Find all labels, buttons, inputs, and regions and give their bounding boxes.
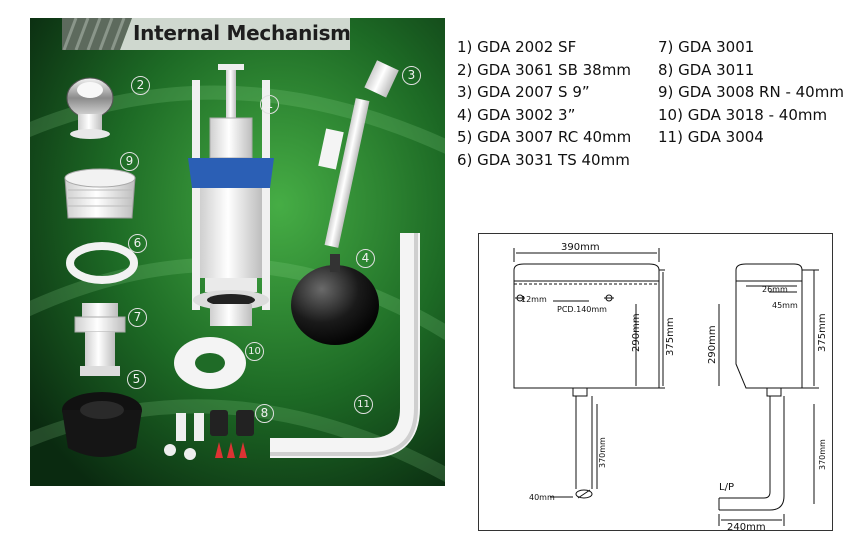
- page-title: Internal Mechanism: [133, 21, 351, 45]
- lp-label: L/P: [719, 482, 734, 493]
- callout-2: 2: [131, 76, 150, 95]
- side-tank-outline: [735, 263, 803, 389]
- front-tank-outline: [513, 263, 660, 389]
- flush-mechanism-part: [188, 64, 274, 326]
- side-offset-label: 240mm: [727, 522, 766, 532]
- part-item: 7) GDA 3001: [658, 38, 755, 56]
- dimension-drawing: 390mm 12mm PCD.140mm 290mm 375mm 370mm 4…: [478, 233, 833, 533]
- callout-5: 5: [127, 370, 146, 389]
- part-item: 6) GDA 3031 TS 40mm: [457, 150, 630, 169]
- side-outer-label: 45mm: [772, 301, 798, 310]
- connector-part: [74, 303, 126, 376]
- product-photo-svg: [30, 18, 445, 486]
- hole-size-label: 12mm: [521, 295, 547, 304]
- pcd-label: PCD.140mm: [557, 305, 607, 314]
- flush-pipe-part: [270, 233, 420, 458]
- part-item: 2) GDA 3061 SB 38mm: [457, 60, 631, 79]
- float-ball-part: [291, 254, 379, 345]
- callout-10: 10: [245, 342, 264, 361]
- part-item: 1) GDA 2002 SF: [457, 38, 577, 56]
- title-band: [62, 18, 350, 50]
- callout-3: 3: [402, 66, 421, 85]
- side-height-label: 375mm: [817, 313, 828, 352]
- screw-bracket-part: [164, 410, 254, 460]
- part-item: 3) GDA 2007 S 9”: [457, 83, 590, 102]
- callout-11: 11: [354, 395, 373, 414]
- parts-list-left: 1) GDA 2002 SF 2) GDA 3061 SB 38mm 3) GD…: [457, 36, 631, 172]
- chrome-button-part: [66, 77, 114, 139]
- threaded-nut-part: [64, 168, 136, 219]
- side-pipe-length-label: 370mm: [818, 439, 827, 470]
- callout-4: 4: [356, 249, 375, 268]
- callout-9: 9: [120, 152, 139, 171]
- flat-washer-part: [174, 337, 246, 389]
- part-item: 11) GDA 3004: [658, 128, 764, 147]
- front-width-label: 390mm: [561, 242, 600, 253]
- side-inner-label: 26mm: [762, 285, 788, 294]
- parts-list-right: 7) GDA 3001 8) GDA 3011 9) GDA 3008 RN -…: [658, 36, 844, 149]
- callout-1: 1: [260, 95, 279, 114]
- part-item: 8) GDA 3011: [658, 60, 755, 79]
- product-photo: [30, 18, 445, 486]
- fill-valve-part: [318, 60, 399, 248]
- callout-8: 8: [255, 404, 274, 423]
- rubber-cone-part: [62, 392, 142, 457]
- dimension-drawing-svg: 390mm 12mm PCD.140mm 290mm 375mm 370mm 4…: [513, 242, 828, 533]
- pipe-diameter-label: 40mm: [529, 493, 555, 502]
- callout-7: 7: [128, 308, 147, 327]
- callout-6: 6: [128, 234, 147, 253]
- part-item: 4) GDA 3002 3”: [457, 105, 576, 124]
- side-water-height-label: 290mm: [707, 325, 718, 364]
- front-height-label: 375mm: [665, 317, 676, 356]
- front-water-height-label: 290mm: [631, 313, 642, 352]
- part-item: 10) GDA 3018 - 40mm: [658, 105, 828, 124]
- front-pipe-length-label: 370mm: [598, 437, 607, 468]
- washer-ring-part: [66, 242, 138, 284]
- part-item: 5) GDA 3007 RC 40mm: [457, 128, 632, 147]
- part-item: 9) GDA 3008 RN - 40mm: [658, 83, 844, 102]
